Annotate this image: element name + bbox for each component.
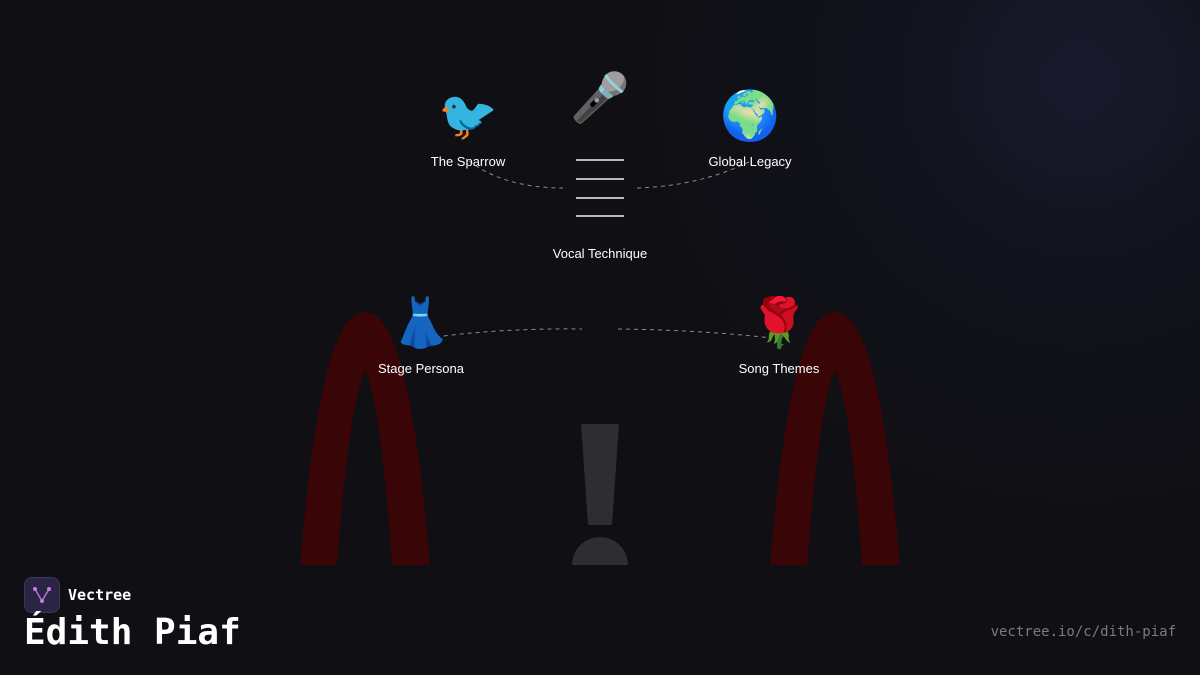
node-label: The Sparrow bbox=[430, 154, 506, 169]
node-the-sparrow[interactable]: 🐦 The Sparrow bbox=[388, 88, 548, 169]
microphone-icon: 🎤 bbox=[570, 70, 630, 126]
node-vocal-technique[interactable]: 🎤 bbox=[520, 70, 680, 126]
node-label: Stage Persona bbox=[377, 361, 464, 376]
node-stage-persona[interactable]: 👗 Stage Persona bbox=[341, 295, 501, 376]
node-label: Song Themes bbox=[738, 361, 820, 376]
node-label: Global Legacy bbox=[708, 154, 792, 169]
microphone-stand bbox=[581, 424, 619, 525]
brand: Vectree bbox=[24, 577, 131, 613]
dress-icon: 👗 bbox=[391, 295, 451, 351]
brand-name: Vectree bbox=[68, 586, 132, 604]
page-title: Édith Piaf bbox=[24, 612, 241, 653]
node-label: Vocal Technique bbox=[552, 246, 648, 261]
node-song-themes[interactable]: 🌹 Song Themes bbox=[699, 295, 859, 376]
rose-icon: 🌹 bbox=[749, 295, 809, 351]
edge-persona bbox=[427, 328, 583, 339]
edge-themes bbox=[617, 328, 773, 339]
curtain-left bbox=[300, 312, 430, 565]
page-url-link[interactable]: vectree.io/c/dith-piaf bbox=[990, 624, 1176, 640]
globe-icon: 🌍 bbox=[720, 88, 780, 144]
bird-icon: 🐦 bbox=[438, 88, 498, 144]
microphone-stand-base bbox=[572, 537, 628, 565]
node-vocal-technique-label: Vocal Technique bbox=[520, 236, 680, 261]
curtain-right bbox=[770, 312, 900, 565]
node-global-legacy[interactable]: 🌍 Global Legacy bbox=[670, 88, 830, 169]
vectree-logo-icon bbox=[24, 577, 60, 613]
edge-legacy bbox=[636, 160, 752, 189]
edge-sparrow bbox=[468, 160, 564, 189]
